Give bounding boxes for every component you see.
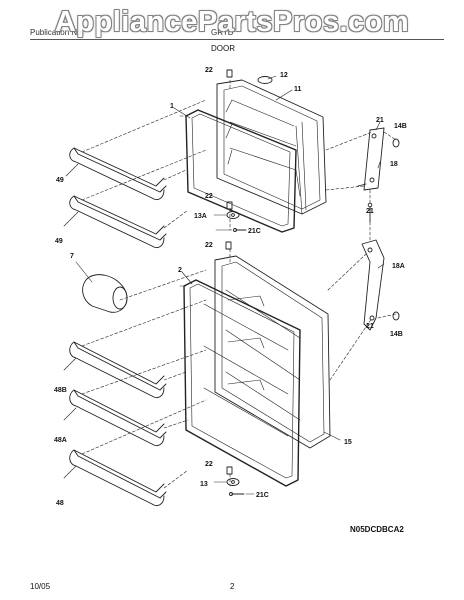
callout-22-mid: 22 [205, 193, 213, 200]
callout-21C-upper: 21C [248, 228, 261, 235]
callout-22: 22 [205, 67, 213, 74]
callout-49-upper: 49 [56, 177, 64, 184]
callout-22-lower: 22 [205, 242, 213, 249]
bushing-13 [226, 478, 240, 486]
callout-2: 2 [178, 267, 182, 274]
watermark: AppliancePartsPros.com [54, 6, 410, 38]
screw-21C-upper [233, 228, 247, 232]
callout-labels: 22 12 11 1 21 14B 18 21 49 49 22 13A 21C… [54, 67, 407, 507]
cap-22-bottom [226, 466, 233, 475]
callout-49-lower: 49 [55, 238, 63, 245]
callout-21: 21 [376, 117, 384, 124]
callout-48B: 48B [54, 387, 67, 394]
callout-14B-lower: 14B [390, 331, 403, 338]
door-shelf-48A [69, 389, 167, 447]
callout-22-bottom: 22 [205, 461, 213, 468]
freezer-shelf-49-lower [69, 195, 167, 249]
callout-18: 18 [390, 161, 398, 168]
hinge-pin-12 [257, 76, 273, 84]
callout-14B: 14B [394, 123, 407, 130]
callout-21-mid: 21 [366, 208, 374, 215]
freezer-door-gasket [185, 109, 297, 233]
section-title: DOOR [211, 44, 235, 53]
callout-11: 11 [294, 86, 302, 93]
model-label: GRTD [211, 28, 234, 37]
callout-13: 13 [200, 481, 208, 488]
footer-page-number: 2 [230, 582, 235, 591]
header-rule [30, 39, 444, 40]
hinge-18A [361, 239, 385, 331]
callout-48A: 48A [54, 437, 67, 444]
cap-22-top [226, 69, 233, 78]
callout-15: 15 [344, 439, 352, 446]
callout-21C-lower: 21C [256, 492, 269, 499]
freezer-door-panel [216, 79, 327, 215]
callout-48: 48 [56, 500, 64, 507]
callout-7: 7 [70, 253, 74, 260]
leader-lines [63, 75, 385, 495]
callout-18A: 18A [392, 263, 405, 270]
egg-bin-7 [82, 274, 128, 313]
screw-21C-lower [229, 492, 245, 496]
door-shelf-48B [69, 341, 167, 399]
fresh-food-door-gasket [183, 279, 301, 487]
fresh-food-door-panel [214, 255, 331, 449]
plug-14B-lower [392, 311, 400, 321]
freezer-shelf-49-upper [69, 147, 167, 201]
callout-21-lower: 21 [366, 323, 374, 330]
diagram-code: N05DCDBCA2 [350, 525, 404, 534]
bushing-13A [226, 211, 240, 219]
plug-14B-upper [392, 138, 400, 148]
callout-1: 1 [170, 103, 174, 110]
cap-22-lower-top [225, 241, 232, 250]
cap-22-mid [226, 201, 233, 210]
hinge-18 [357, 127, 385, 191]
assembly-lines [81, 79, 397, 489]
door-shelf-48 [69, 449, 167, 507]
callout-13A: 13A [194, 213, 207, 220]
publication-label: Publication No. [30, 28, 84, 37]
callout-12: 12 [280, 72, 288, 79]
footer-date: 10/05 [30, 582, 51, 591]
